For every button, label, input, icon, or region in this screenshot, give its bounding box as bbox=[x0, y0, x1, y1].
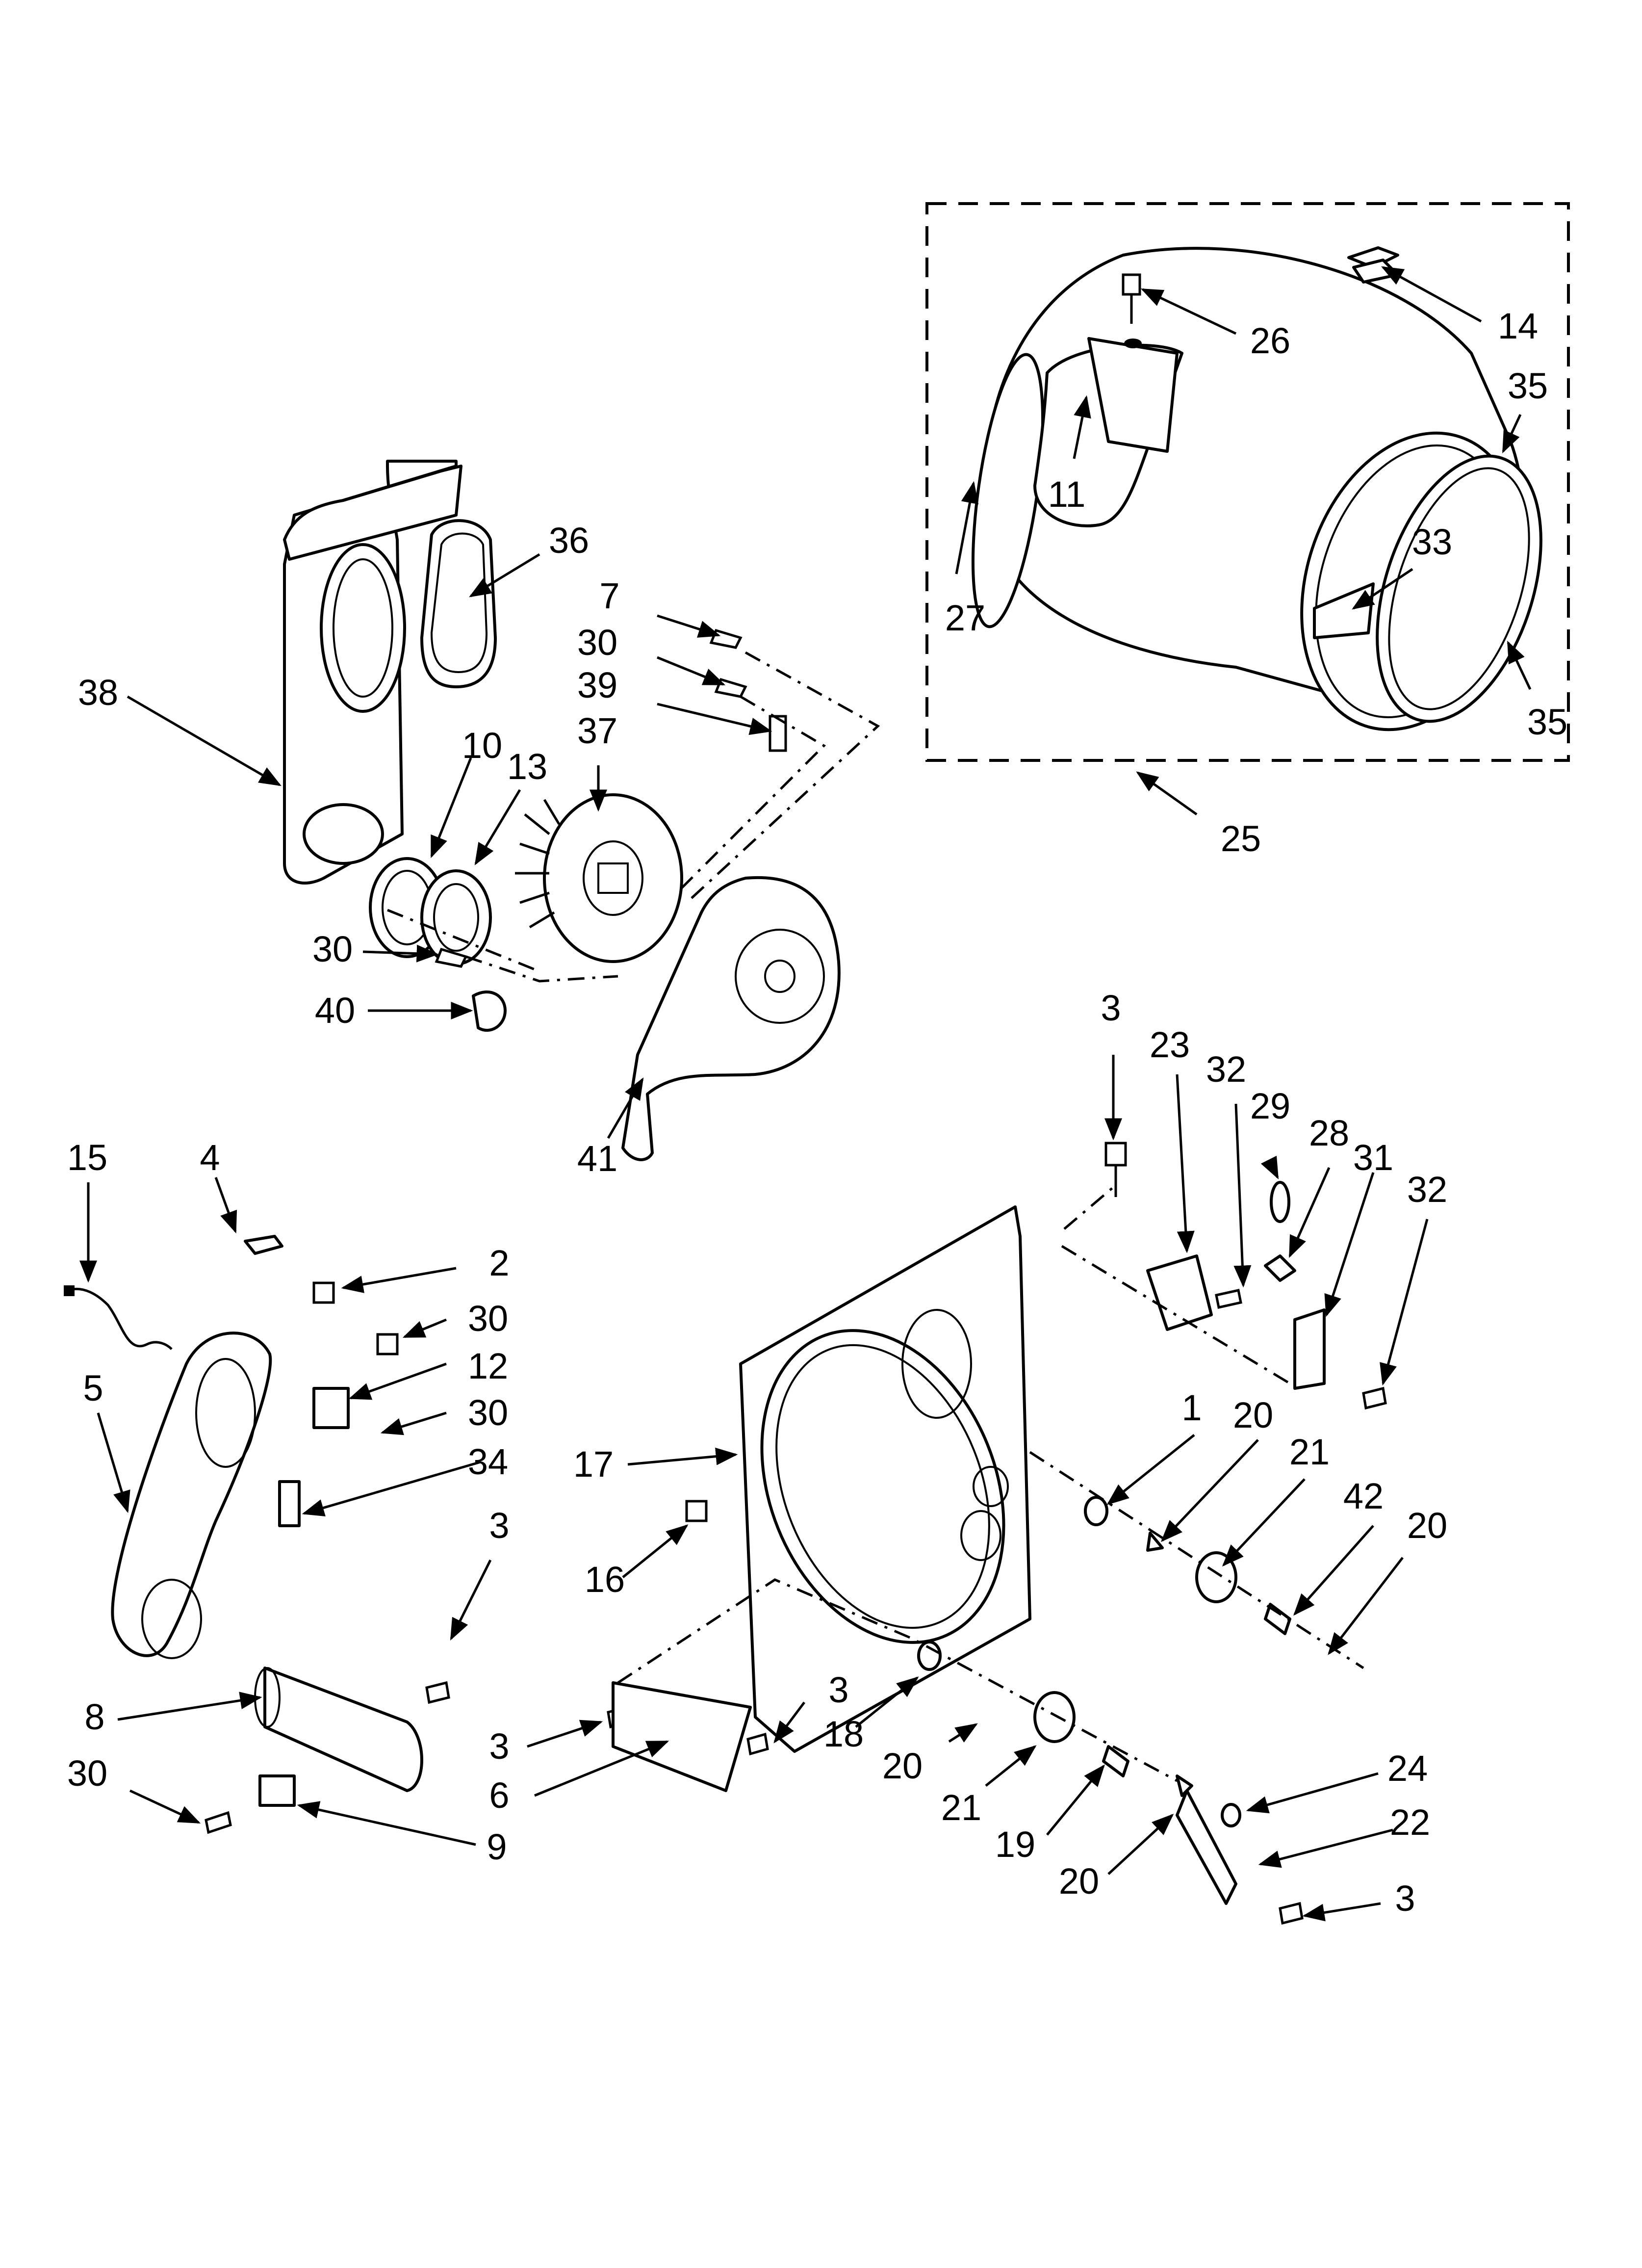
blower-wheel bbox=[515, 793, 683, 963]
callout-13: 13 bbox=[507, 746, 547, 787]
callout-28: 28 bbox=[1309, 1113, 1349, 1153]
callout-2: 2 bbox=[489, 1243, 509, 1283]
callout-3: 3 bbox=[828, 1669, 848, 1710]
callout-24: 24 bbox=[1387, 1748, 1428, 1789]
callout-32: 32 bbox=[1407, 1169, 1447, 1210]
callout-30: 30 bbox=[468, 1392, 508, 1433]
callout-25: 25 bbox=[1221, 818, 1261, 859]
callout-30: 30 bbox=[67, 1753, 107, 1794]
callout-3: 3 bbox=[489, 1726, 509, 1767]
callout-39: 39 bbox=[577, 665, 617, 705]
callout-35: 35 bbox=[1527, 702, 1567, 742]
callout-8: 8 bbox=[84, 1696, 104, 1737]
callout-40: 40 bbox=[315, 990, 355, 1031]
control-components bbox=[1146, 1181, 1387, 1410]
callout-5: 5 bbox=[83, 1368, 103, 1408]
callout-35: 35 bbox=[1508, 365, 1548, 406]
blower-fasteners bbox=[435, 628, 787, 1032]
callout-1: 1 bbox=[1181, 1387, 1202, 1428]
callout-21: 21 bbox=[1289, 1432, 1330, 1472]
thermostat-brackets bbox=[244, 1235, 399, 1527]
callout-3: 3 bbox=[1101, 988, 1121, 1028]
leader-lines bbox=[79, 266, 1532, 1922]
callout-10: 10 bbox=[462, 725, 502, 766]
drum-assembly-box bbox=[925, 202, 1570, 762]
callout-37: 37 bbox=[577, 710, 617, 751]
callout-30: 30 bbox=[312, 929, 353, 969]
callout-32: 32 bbox=[1206, 1049, 1246, 1090]
bulkhead-fasteners bbox=[425, 1142, 1127, 1792]
callout-11: 11 bbox=[1048, 474, 1086, 515]
callout-42: 42 bbox=[1343, 1476, 1384, 1516]
callout-34: 34 bbox=[468, 1441, 508, 1482]
drum bbox=[971, 247, 1542, 731]
callout-19: 19 bbox=[995, 1824, 1035, 1865]
callout-20: 20 bbox=[882, 1746, 923, 1786]
callout-14: 14 bbox=[1498, 306, 1538, 346]
heater-duct bbox=[111, 1331, 272, 1659]
callout-4: 4 bbox=[200, 1137, 220, 1178]
callout-3: 3 bbox=[489, 1505, 509, 1546]
rear-bulkhead-panel bbox=[283, 460, 462, 885]
bulkhead-gasket bbox=[420, 519, 497, 688]
heater-cable bbox=[64, 1285, 173, 1350]
callout-30: 30 bbox=[468, 1298, 508, 1339]
callout-17: 17 bbox=[573, 1444, 614, 1485]
callout-15: 15 bbox=[67, 1137, 107, 1178]
callout-30: 30 bbox=[577, 622, 617, 663]
callout-31: 31 bbox=[1353, 1137, 1393, 1178]
drum-baffle-screw bbox=[1122, 273, 1141, 324]
callout-38: 38 bbox=[78, 672, 118, 713]
callout-29: 29 bbox=[1250, 1086, 1290, 1126]
callout-41: 41 bbox=[577, 1138, 617, 1179]
drum-support-rollers bbox=[917, 1496, 1304, 1925]
burner-tube bbox=[205, 1667, 423, 1834]
callout-12: 12 bbox=[468, 1346, 508, 1386]
callout-20: 20 bbox=[1059, 1861, 1099, 1902]
callout-33: 33 bbox=[1412, 521, 1452, 562]
callout-21: 21 bbox=[941, 1787, 981, 1828]
blower-seal-rings bbox=[369, 857, 492, 965]
callout-9: 9 bbox=[487, 1826, 507, 1867]
callout-22: 22 bbox=[1390, 1802, 1430, 1843]
blower-housing bbox=[621, 876, 841, 1161]
callout-18: 18 bbox=[823, 1714, 864, 1754]
callout-27: 27 bbox=[945, 598, 985, 638]
callout-36: 36 bbox=[549, 520, 589, 561]
callout-23: 23 bbox=[1150, 1024, 1190, 1065]
callout-7: 7 bbox=[599, 575, 619, 616]
callout-20: 20 bbox=[1233, 1395, 1273, 1435]
callout-6: 6 bbox=[489, 1775, 509, 1816]
callout-20: 20 bbox=[1407, 1505, 1447, 1546]
callout-labels: 36 7 30 39 37 38 10 13 30 40 41 26 14 35… bbox=[67, 306, 1567, 1919]
callout-26: 26 bbox=[1250, 320, 1290, 361]
callout-16: 16 bbox=[585, 1559, 625, 1600]
callout-3: 3 bbox=[1395, 1878, 1415, 1919]
front-bulkhead bbox=[739, 1205, 1031, 1753]
